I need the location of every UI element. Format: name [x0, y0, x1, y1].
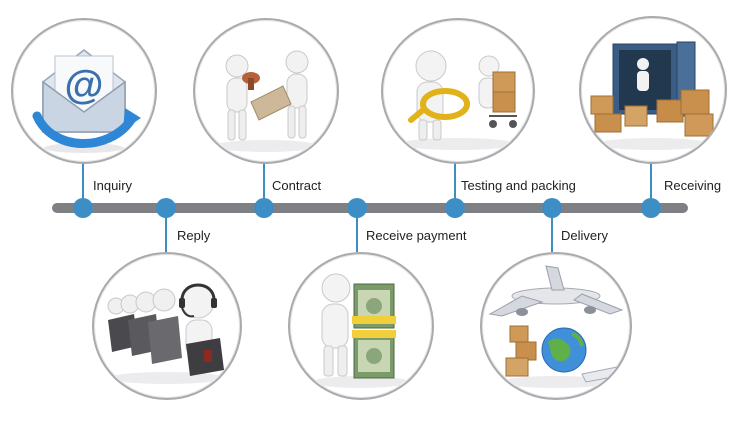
- connector-delivery: [551, 208, 553, 252]
- node-delivery: [542, 198, 562, 218]
- reply-image: [92, 252, 242, 400]
- node-receiving: [641, 198, 661, 218]
- node-inquiry: [73, 198, 93, 218]
- magnifier-packing-icon: [400, 50, 517, 150]
- connector-receiving: [650, 158, 652, 208]
- container-boxes-icon: [590, 41, 714, 150]
- label-receive-payment: Receive payment: [366, 228, 467, 243]
- inquiry-image: @: [11, 18, 157, 164]
- connector-reply: [165, 208, 167, 252]
- label-reply: Reply: [177, 228, 211, 243]
- connector-inquiry: [82, 158, 84, 208]
- receiving-image: [579, 16, 727, 164]
- label-delivery: Delivery: [561, 228, 608, 243]
- timeline-bar: [52, 203, 688, 213]
- svg-text:@: @: [64, 63, 103, 107]
- customer-service-headset-icon: [107, 283, 225, 384]
- email-envelope-icon: @: [32, 49, 141, 153]
- label-contract: Contract: [272, 178, 322, 193]
- contract-image: [193, 18, 339, 164]
- label-receiving: Receiving: [664, 178, 722, 193]
- delivery-image: [480, 252, 632, 400]
- connector-receive-payment: [356, 208, 358, 252]
- receive-payment-image: [288, 252, 434, 400]
- testing-packing-image: [381, 18, 535, 164]
- connector-contract: [263, 160, 265, 208]
- label-testing-packing: Testing and packing: [461, 178, 576, 193]
- node-testing-packing: [445, 198, 465, 218]
- stamp-contract-icon: [214, 50, 318, 152]
- connector-testing-packing: [454, 160, 456, 208]
- node-reply: [156, 198, 176, 218]
- money-stack-icon: [313, 273, 409, 388]
- node-contract: [254, 198, 274, 218]
- node-receive-payment: [347, 198, 367, 218]
- airplane-globe-icon: [488, 265, 624, 388]
- label-inquiry: Inquiry: [93, 178, 133, 193]
